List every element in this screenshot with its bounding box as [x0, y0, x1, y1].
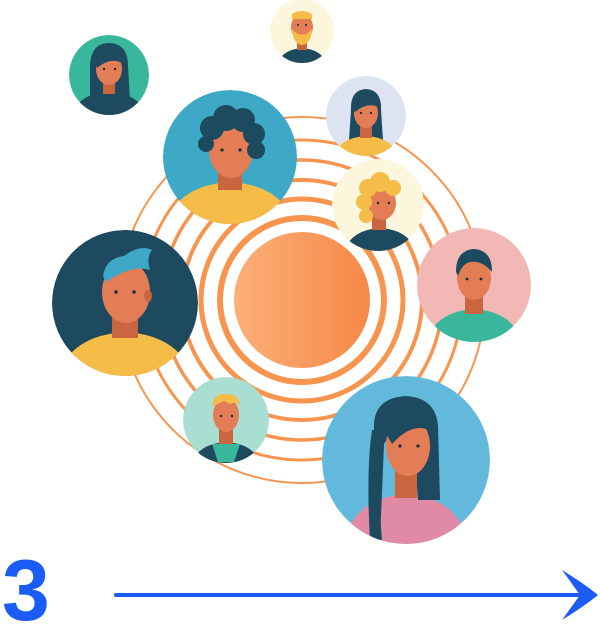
avatar-woman-lavender-icon: [326, 76, 406, 156]
avatar-blonde-woman-cream-icon: [332, 159, 424, 251]
avatar-bearded-man-cream-icon: [270, 0, 334, 63]
center-sun-circle: [234, 232, 370, 368]
step-number: 3: [2, 543, 50, 639]
avatar-man-rose-icon: [417, 228, 531, 342]
avatar-man-navy-icon: [52, 230, 198, 376]
avatar-curly-man-cyan-icon: [163, 90, 297, 224]
avatar-woman-sky-icon: [322, 376, 490, 544]
arrow-right-icon: [114, 570, 598, 620]
avatar-man-mint-icon: [183, 377, 269, 463]
avatar-woman-teal-icon: [69, 35, 149, 115]
